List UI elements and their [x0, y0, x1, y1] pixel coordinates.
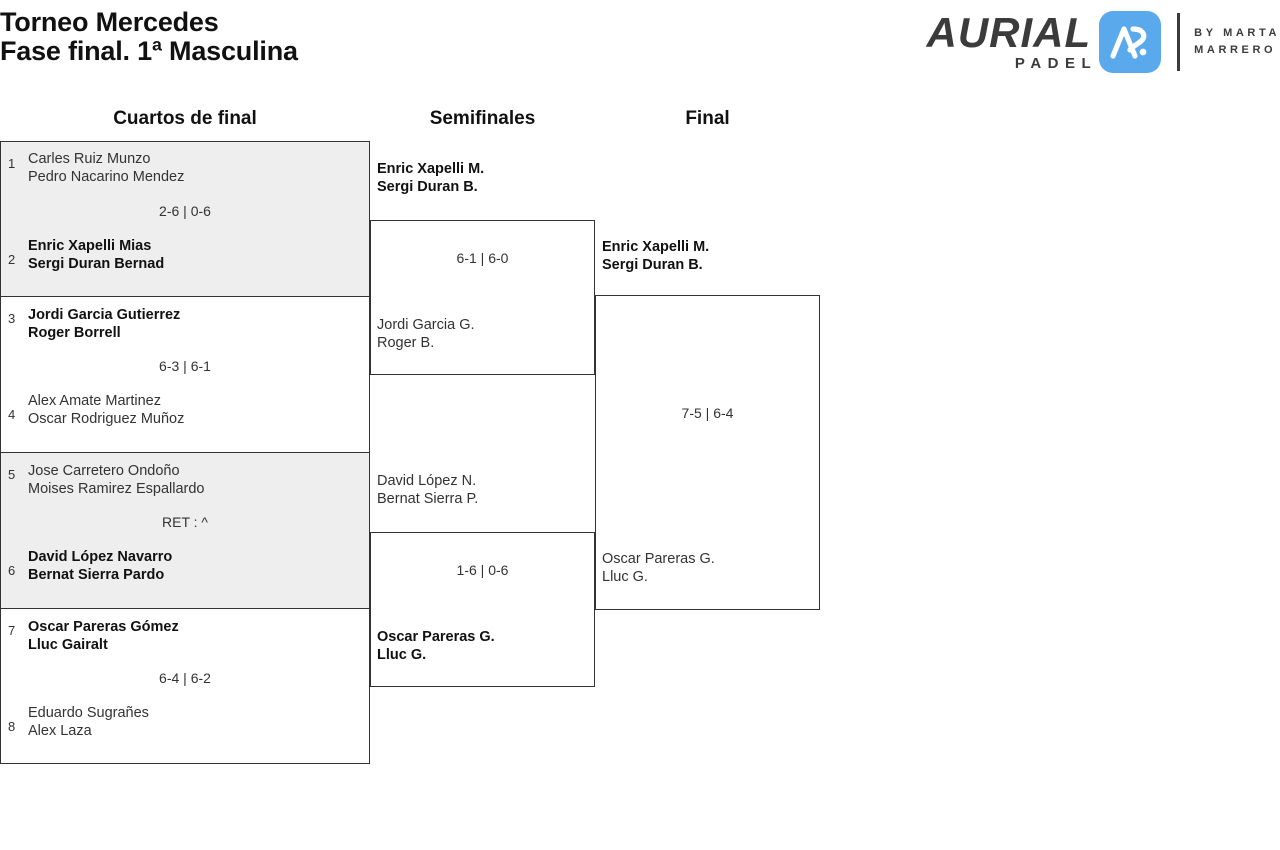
page-title: Torneo Mercedes Fase final. 1ª Masculina: [0, 7, 298, 67]
qf1-bottom-player-2: Sergi Duran Bernad: [28, 255, 165, 272]
qf4-score: 6-4 | 6-2: [159, 670, 211, 686]
sf2-connector: [370, 532, 595, 687]
sf1-team-top[interactable]: Enric Xapelli M. Sergi Duran B.: [377, 161, 484, 196]
logo-brand-text: AURIAL: [926, 9, 1092, 57]
qf-match-4[interactable]: 7 Oscar Pareras Gómez Lluc Gairalt 6-4 |…: [0, 608, 370, 764]
sf2-bottom-player-1: Oscar Pareras G.: [377, 629, 495, 645]
sf1-top-player-2: Sergi Duran B.: [377, 178, 478, 195]
tournament-phase: Fase final. 1ª Masculina: [0, 36, 298, 67]
qf-match-1[interactable]: 1 Carles Ruiz Munzo Pedro Nacarino Mende…: [0, 141, 370, 296]
final-top-player-1: Enric Xapelli M.: [602, 239, 710, 255]
sf1-bottom-player-1: Jordi Garcia G.: [377, 317, 475, 333]
qf4-bottom-seed: 8: [8, 719, 16, 735]
qf2-bottom-player-2: Oscar Rodriguez Muñoz: [28, 410, 185, 427]
qf2-top-player-1: Jordi Garcia Gutierrez: [28, 307, 181, 323]
qf1-bottom-seed: 2: [8, 252, 16, 268]
aurial-monogram-icon: [1099, 11, 1162, 73]
qf1-bottom-player-1: Enric Xapelli Mias: [28, 238, 152, 254]
qf1-top-player-2: Pedro Nacarino Mendez: [28, 168, 185, 185]
qf3-bottom-player-1: David López Navarro: [28, 549, 173, 565]
qf3-team-top[interactable]: 5 Jose Carretero Ondoño Moises Ramirez E…: [1, 453, 369, 497]
final-bottom-player-1: Oscar Pareras G.: [602, 551, 715, 567]
final-score: 7-5 | 6-4: [681, 405, 734, 421]
sf1-team-bottom[interactable]: Jordi Garcia G. Roger B.: [377, 317, 475, 352]
tournament-name: Torneo Mercedes: [0, 7, 219, 37]
qf2-bottom-seed: 4: [8, 407, 16, 423]
qf2-bottom-player-1: Alex Amate Martinez: [28, 393, 161, 409]
qf3-top-player-2: Moises Ramirez Espallardo: [28, 480, 205, 497]
logo-byline-1: BY MARTA: [1194, 26, 1280, 39]
logo-byline: BY MARTA MARRERO: [1194, 25, 1280, 59]
qf2-top-player-2: Roger Borrell: [28, 324, 121, 341]
final-bottom-player-2: Lluc G.: [602, 568, 648, 585]
qf2-team-top[interactable]: 3 Jordi Garcia Gutierrez Roger Borrell: [1, 297, 369, 341]
round-heading-final: Final: [685, 108, 730, 129]
sf2-team-bottom[interactable]: Oscar Pareras G. Lluc G.: [377, 629, 495, 664]
qf3-bottom-player-2: Bernat Sierra Pardo: [28, 566, 165, 583]
sf2-score: 1-6 | 0-6: [456, 562, 509, 578]
qf1-top-seed: 1: [8, 156, 16, 172]
qf3-top-seed: 5: [8, 467, 16, 483]
qf3-score: RET : ^: [162, 514, 208, 530]
sf2-top-player-2: Bernat Sierra P.: [377, 490, 479, 507]
qf4-top-seed: 7: [8, 623, 16, 639]
sf1-top-player-1: Enric Xapelli M.: [377, 161, 485, 177]
page-header: Torneo Mercedes Fase final. 1ª Masculina…: [0, 0, 1280, 100]
aurial-padel-logo: AURIAL PADEL BY MARTA MARRERO: [927, 6, 1280, 78]
round-heading-quarterfinals: Cuartos de final: [113, 108, 257, 129]
sf1-bottom-player-2: Roger B.: [377, 334, 435, 351]
qf1-score: 2-6 | 0-6: [159, 203, 211, 219]
sf1-score: 6-1 | 6-0: [456, 250, 509, 266]
logo-sub-text: PADEL: [1014, 54, 1098, 72]
qf4-bottom-player-2: Alex Laza: [28, 722, 92, 739]
qf4-top-player-1: Oscar Pareras Gómez: [28, 619, 179, 635]
sf2-bottom-player-2: Lluc G.: [377, 646, 427, 663]
round-heading-semifinals: Semifinales: [429, 108, 536, 129]
final-team-top[interactable]: Enric Xapelli M. Sergi Duran B.: [602, 239, 709, 274]
qf-match-3[interactable]: 5 Jose Carretero Ondoño Moises Ramirez E…: [0, 452, 370, 608]
qf4-top-player-2: Lluc Gairalt: [28, 636, 108, 653]
final-team-bottom[interactable]: Oscar Pareras G. Lluc G.: [602, 551, 715, 586]
qf2-team-bottom[interactable]: 4 Alex Amate Martinez Oscar Rodriguez Mu…: [1, 393, 369, 437]
qf3-bottom-seed: 6: [8, 563, 16, 579]
qf2-score: 6-3 | 6-1: [159, 358, 211, 374]
qf3-top-player-1: Jose Carretero Ondoño: [28, 463, 180, 479]
sf1-connector: [370, 220, 595, 375]
logo-byline-2: MARRERO: [1194, 44, 1277, 56]
qf3-team-bottom[interactable]: 6 David López Navarro Bernat Sierra Pard…: [1, 549, 369, 593]
qf-match-2[interactable]: 3 Jordi Garcia Gutierrez Roger Borrell 6…: [0, 296, 370, 452]
sf2-top-player-1: David López N.: [377, 473, 477, 489]
qf1-top-player-1: Carles Ruiz Munzo: [28, 151, 151, 167]
qf1-team-bottom[interactable]: 2 Enric Xapelli Mias Sergi Duran Bernad: [1, 238, 369, 282]
logo-wordmark: AURIAL PADEL: [926, 9, 1092, 72]
final-connector: [595, 295, 820, 610]
qf2-top-seed: 3: [8, 311, 16, 327]
qf4-bottom-player-1: Eduardo Sugrañes: [28, 705, 149, 721]
sf2-team-top[interactable]: David López N. Bernat Sierra P.: [377, 473, 478, 508]
qf1-team-top[interactable]: 1 Carles Ruiz Munzo Pedro Nacarino Mende…: [1, 142, 369, 186]
final-top-player-2: Sergi Duran B.: [602, 256, 703, 273]
qf4-team-bottom[interactable]: 8 Eduardo Sugrañes Alex Laza: [1, 705, 369, 749]
qf4-team-top[interactable]: 7 Oscar Pareras Gómez Lluc Gairalt: [1, 609, 369, 653]
logo-divider: [1177, 13, 1181, 71]
